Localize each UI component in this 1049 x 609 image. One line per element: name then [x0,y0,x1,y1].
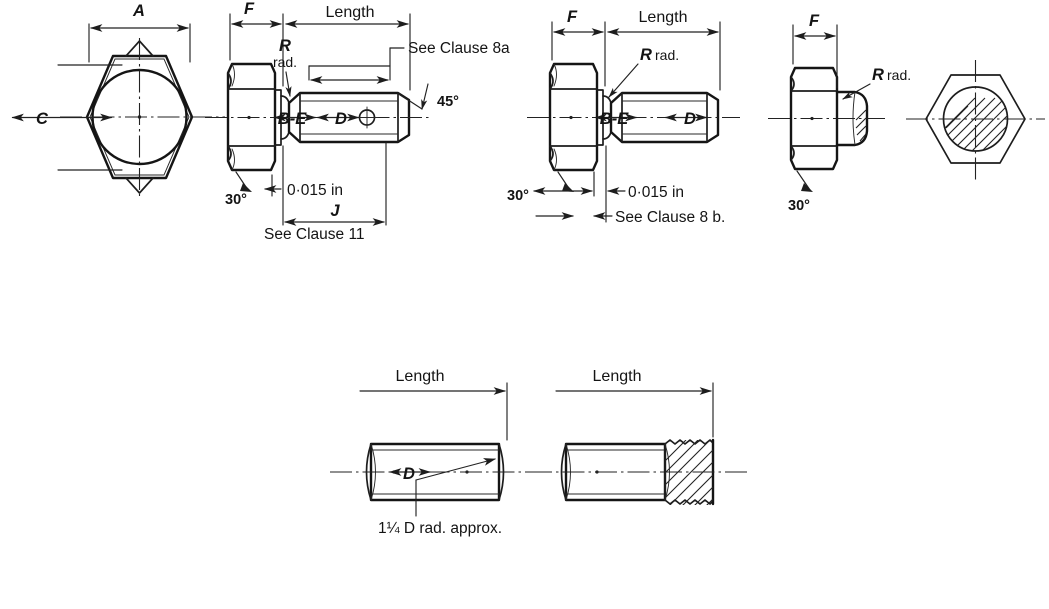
centre-dot [137,115,142,119]
bolt2-label-runout: 0·015 in [287,182,343,199]
bolt2-label-BE: B-E [278,110,307,128]
head4-hatch-2 [855,117,867,129]
head4-label-rad: rad. [887,67,911,83]
head4-hatch-4 [859,133,867,142]
head4-corner-bl [790,145,795,161]
figure-bolt-chamfered-point: F Length R rad. See Clause 8a B-E D 45° … [205,0,510,243]
bolt2-label-length: Length [326,4,375,21]
bolt3-label-F: F [567,8,578,26]
bolt3-label-rad: rad. [655,47,679,63]
figure-shank-rounded-end: D Length 1¼ D rad. approx. [330,368,542,537]
figure-shank-threaded-end: Length [530,368,748,506]
bolt3-label-D: D [684,110,696,128]
bolt3-label-clause-8b: See Clause 8 b. [615,209,725,226]
figure-hexagon-head-end-view: A C [11,2,225,196]
bolt2-label-45deg: 45° [437,94,459,110]
bolt2-label-F: F [244,0,255,18]
bolt3-head-face-left-bottom [553,148,557,171]
head4-outline [789,66,839,171]
bottom-vertex-peak [125,177,154,194]
bolt2-head-face-left-bottom [231,148,235,171]
head4-centre-dot [810,116,814,121]
bolt2-label-D: D [335,110,347,128]
head4-leader-R [842,83,871,100]
shank6-radius-leader-diag [415,458,497,481]
bolt2-label-clause-11: See Clause 11 [264,226,365,243]
bolt2-label-30deg: 30° [225,192,247,208]
bolt2-label-rad: rad. [273,54,297,70]
bolt2-head-outline [226,62,277,172]
bolt3-label-length: Length [639,9,688,26]
bolt3-label-R: R [640,46,652,64]
head4-corner-tl [790,76,795,92]
bolt2-label-clause-8a: See Clause 8a [408,40,510,57]
bolt3-leader-R [608,63,639,98]
bolt3-shank-outline [609,91,720,144]
figure-head-side-view: F R rad. 30° [768,12,911,214]
bolt3-head-corner-tl [549,72,554,90]
bolt3-head-face-left-top [553,63,557,87]
head4-label-F: F [809,12,820,30]
bolt2-head-corner-bl [227,145,232,162]
head4-30-arrowhead [801,183,813,192]
bolt2-centre-dot [247,115,251,120]
head4-hatch-3 [856,125,867,136]
bolt2-label-J: J [330,202,340,220]
shank6-centre-dot-right [465,470,469,474]
head4-hatch-1 [855,109,867,121]
shank7-left-end-ellipse [560,443,567,501]
bolt3-label-30deg: 30° [507,188,529,204]
label-across-flats-A: A [132,2,145,20]
head4-label-R: R [872,66,884,84]
bolt3-head-corner-bl [549,145,554,162]
bolt2-45-leader-a [398,93,423,110]
figure-bolt-plain-point: F Length R rad. B-E D 30° 0·015 in See C… [507,8,740,226]
bolt2-head-face-left-top [231,63,235,87]
head4-label-30deg: 30° [788,198,810,214]
bolt2-45-leader-b [421,83,429,110]
bolt2-label-R: R [279,37,291,55]
bolt2-head-corner-tl [227,72,232,90]
bolt3-label-runout: 0·015 in [628,184,684,201]
shank6-label-length: Length [396,368,445,385]
shank6-label-D: D [403,465,415,483]
bolt3-label-BE: B-E [600,110,629,128]
bolt2-30-arrowhead [240,183,252,192]
shank7-label-length: Length [593,368,642,385]
shank6-label-radius-note: 1¼ D rad. approx. [378,520,502,537]
bolt2-leader-R [285,71,292,97]
bolt2-shank-outline [287,91,411,144]
bolt3-head-outline [548,62,599,172]
label-across-corners-C: C [36,110,49,128]
shank7-centre-dot [595,470,599,474]
bolt3-centre-dot [569,115,573,120]
